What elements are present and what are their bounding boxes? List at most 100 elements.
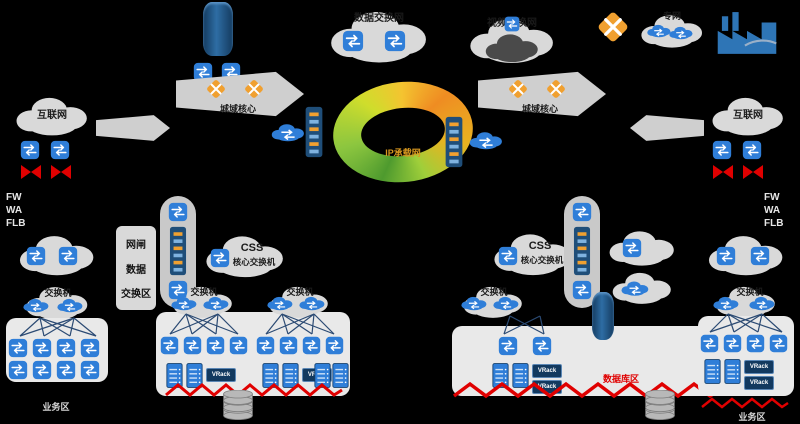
- switch-icon: [56, 360, 76, 380]
- router-icon: [203, 76, 229, 102]
- switch-icon: [716, 246, 736, 266]
- cloud-switch-icon: [620, 278, 650, 298]
- switch-icon: [769, 334, 788, 353]
- wa-label-left: WA: [6, 205, 23, 216]
- firewall-icon: [18, 164, 44, 180]
- switch-icon: [498, 336, 518, 356]
- zone-left-label: 业务区: [42, 402, 70, 412]
- redundant-link-zigzag: [452, 381, 721, 399]
- switch-icon: [572, 202, 592, 222]
- switch-icon: [746, 334, 765, 353]
- firewall-icon: [740, 164, 766, 180]
- switch-cloud-label: 交换机: [190, 287, 218, 297]
- switch-icon: [532, 336, 552, 356]
- switch-icon: [8, 338, 28, 358]
- fw-label-left: FW: [6, 192, 22, 203]
- switch-cloud-label: 交换机: [480, 287, 508, 297]
- switch-icon: [26, 246, 46, 266]
- gateway-exchange-block: 网闸 数据 交换区: [116, 226, 156, 310]
- switch-icon: [504, 16, 520, 32]
- switch-icon: [168, 202, 188, 222]
- internet-right-label: 互联网: [733, 110, 763, 121]
- css-label-right: CSS: [528, 240, 552, 252]
- redundant-link-zigzag: [165, 383, 343, 397]
- metro-core-band-left: [176, 71, 304, 117]
- router-icon: [241, 76, 267, 102]
- db-zone-label: 数据库区: [602, 374, 639, 384]
- core-chassis-top: [203, 2, 233, 56]
- switch-cloud-label: 交换机: [286, 287, 314, 297]
- gateway-line3: 交换区: [121, 289, 151, 301]
- switch-icon: [206, 336, 225, 355]
- switch-icon: [160, 336, 179, 355]
- router-icon: [592, 6, 634, 48]
- aggregation-cloud: [698, 230, 794, 278]
- switch-icon: [56, 338, 76, 358]
- switch-icon: [32, 360, 52, 380]
- cloud-switch-icon: [202, 294, 230, 312]
- database-stack-icon: [212, 390, 264, 422]
- metro-core-band-right: [478, 71, 606, 117]
- css-label-left: CSS: [240, 242, 264, 254]
- vrack-badge: VRack: [744, 360, 774, 374]
- switch-icon: [742, 140, 762, 160]
- service-cloud: [606, 226, 678, 268]
- server-rack-icon: [724, 358, 741, 385]
- firewall-icon: [710, 164, 736, 180]
- switch-icon: [325, 336, 344, 355]
- core-switch-name-right: 核心交换机: [520, 255, 564, 265]
- cross-connect-lines: [265, 313, 335, 335]
- cross-connect-lines: [169, 313, 239, 335]
- flb-label-left: FLB: [6, 218, 26, 229]
- carrier-ring-label: IP承载网: [385, 148, 421, 158]
- fw-label-right: FW: [764, 192, 780, 203]
- chassis-icon: [302, 106, 326, 158]
- switch-icon: [183, 336, 202, 355]
- vrack-badge: VRack: [206, 368, 236, 382]
- switch-icon: [58, 246, 78, 266]
- zone-right-label: 业务区: [738, 412, 766, 422]
- cloud-switch-icon: [170, 294, 198, 312]
- metro-core-left-label: 城域核心: [219, 104, 256, 114]
- cloud-switch-icon: [668, 24, 694, 41]
- cloud-switch-icon: [460, 294, 488, 312]
- switch-icon: [50, 140, 70, 160]
- cloud-switch-icon: [468, 128, 504, 152]
- core-switch-name-left: 核心交换机: [232, 257, 276, 267]
- switch-icon: [32, 338, 52, 358]
- switch-icon: [256, 336, 275, 355]
- chassis-icon: [571, 226, 593, 276]
- flb-label-right: FLB: [764, 218, 784, 229]
- vrack-badge: VRack: [532, 364, 562, 378]
- router-icon: [505, 76, 531, 102]
- core-chassis-right: [592, 292, 614, 340]
- private-net-label: 专网: [662, 11, 681, 21]
- cloud-switch-icon: [266, 294, 294, 312]
- switch-icon: [622, 238, 642, 258]
- metro-core-right-label: 城域核心: [521, 104, 558, 114]
- vrack-badge: VRack: [744, 376, 774, 390]
- switch-icon: [302, 336, 321, 355]
- switch-icon: [8, 360, 28, 380]
- wa-label-right: WA: [764, 205, 781, 216]
- cross-connect-lines: [709, 313, 783, 333]
- database-stack-icon: [634, 390, 686, 422]
- switch-icon: [80, 338, 100, 358]
- router-icon: [543, 76, 569, 102]
- switch-cloud-label: 交换机: [736, 287, 764, 297]
- cloud-switch-icon: [712, 294, 740, 312]
- switch-icon: [723, 334, 742, 353]
- cross-connect-lines: [503, 315, 545, 335]
- chassis-icon: [167, 226, 189, 276]
- switch-icon: [279, 336, 298, 355]
- internet-left-label: 互联网: [37, 110, 67, 121]
- cloud-switch-icon: [748, 294, 776, 312]
- chassis-icon: [442, 116, 466, 168]
- gateway-line2: 数据: [126, 264, 146, 276]
- cloud-switch-icon: [22, 296, 50, 314]
- switch-icon: [750, 246, 770, 266]
- switch-icon: [572, 280, 592, 300]
- cloud-switch-icon: [270, 120, 306, 144]
- switch-icon: [700, 334, 719, 353]
